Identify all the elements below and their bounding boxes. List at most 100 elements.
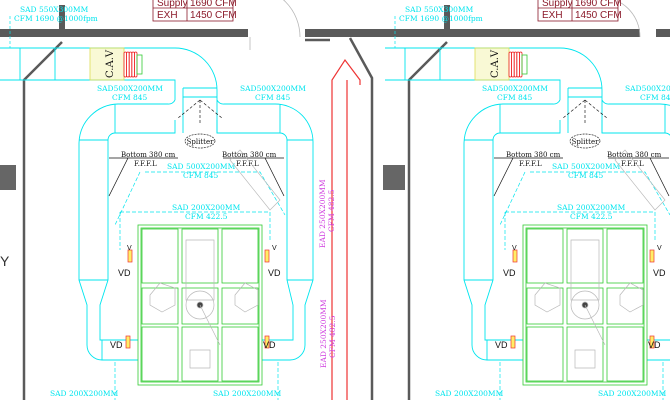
column-block <box>0 165 16 190</box>
cav-label: C.A.V <box>105 49 116 78</box>
bottom-note-leader <box>108 157 285 197</box>
volume-damper-label: VD <box>495 340 508 350</box>
volume-damper-label: VD <box>118 268 131 278</box>
supply-ductwork <box>385 47 670 361</box>
furniture-outline <box>534 149 666 369</box>
main-supply-duct <box>385 47 603 100</box>
door-swing <box>249 0 301 50</box>
chair-outline <box>570 290 600 320</box>
equipment-cell <box>181 326 219 382</box>
equipment-cell <box>181 287 219 325</box>
wall-top-right <box>656 29 670 37</box>
splitter-tag <box>184 133 216 149</box>
equipment-cell <box>526 326 564 382</box>
equipment-cell <box>606 287 644 325</box>
ffl-label: F.F.F.L <box>236 160 259 168</box>
equipment-grid <box>522 224 648 386</box>
bottom-duct-size-label: SAD 200X200MM <box>435 389 504 398</box>
left-branch-duct <box>463 99 561 361</box>
volume-damper-icon <box>649 249 655 263</box>
main-duct-size-label: SAD 550X300MM <box>20 5 89 14</box>
table-row-value: 1450 CFM <box>190 10 237 21</box>
equipment-cell <box>566 287 604 325</box>
equipment-grid <box>137 224 263 386</box>
equipment-cell <box>221 326 259 382</box>
wall-top-middle <box>305 29 640 37</box>
equipment-cell <box>141 326 179 382</box>
equipment-cell <box>141 228 179 284</box>
damper-mark: V <box>657 245 662 252</box>
table-outline <box>185 149 281 369</box>
equipment-outline <box>522 224 648 386</box>
table-border <box>537 0 619 22</box>
main-duct-size-label: SAD 550X300MM <box>405 5 474 14</box>
coil-flange <box>136 54 143 75</box>
table-row-label: EXH <box>157 10 178 21</box>
table-row-label: EXH <box>542 10 563 21</box>
small-duct-size-label: SAD 200X200MM <box>172 203 241 212</box>
equipment-cell <box>526 287 564 325</box>
table-row-value: 1450 CFM <box>575 10 622 21</box>
splitter-vanes <box>562 99 608 125</box>
cav-label: C.A.V <box>490 49 501 78</box>
volume-damper-icon <box>649 335 655 349</box>
branch-right-flow-label: CFM 845 <box>640 93 670 102</box>
chair-outline <box>185 290 215 320</box>
coil-flange <box>521 54 528 75</box>
equipment-outline <box>137 224 263 386</box>
volume-damper-label: VD <box>263 340 276 350</box>
branch-left-flow-label: CFM 845 <box>112 93 148 102</box>
damper-mark: V <box>127 245 132 252</box>
equipment-cell <box>221 287 259 325</box>
equipment-cell <box>221 228 259 284</box>
volume-damper-icon <box>125 335 131 349</box>
cav-box <box>474 47 510 81</box>
wall-diagonal-middle <box>305 37 374 400</box>
door-swing <box>613 0 641 38</box>
table-row-value: 1690 CFM <box>190 0 237 9</box>
wall-top-left <box>0 29 248 37</box>
exhaust-duct-size-label: EAD 250X200MM <box>319 299 328 368</box>
branch-left-size-label: SAD500X200MM <box>482 84 548 93</box>
branch-right-size-label: SAD500X200MM <box>240 84 306 93</box>
center-duct-size-label: SAD 500X200MM <box>552 162 621 171</box>
furniture-outline <box>149 149 281 369</box>
splitter-label: Splitter <box>187 138 215 146</box>
wall-diagonal <box>22 41 63 400</box>
splitter-vanes <box>177 99 223 125</box>
equipment-cell <box>606 326 644 382</box>
splitter-tag <box>569 133 601 149</box>
bottom-note-label: Bottom 380 cm <box>222 151 277 159</box>
damper-mark: V <box>512 245 517 252</box>
splitter-section <box>182 88 218 133</box>
table-outline <box>570 149 666 369</box>
exhaust-duct-flow-label: CFM 482.5 <box>327 189 336 232</box>
small-duct-flow-label: CFM 422.5 <box>570 212 613 221</box>
center-duct-size-label: SAD 500X200MM <box>167 162 236 171</box>
chair-outline <box>149 282 176 313</box>
table-row-label: Supply <box>157 0 188 9</box>
volume-damper-icon <box>510 335 516 349</box>
ffl-label: F.F.F.L <box>134 160 157 168</box>
left-branch-duct <box>78 99 176 361</box>
volume-damper-icon <box>127 249 133 263</box>
equipment-cell <box>181 228 219 284</box>
edge-letter: Y <box>0 253 10 269</box>
center-duct-flow-label: CFM 845 <box>183 171 219 180</box>
volume-damper-label: VD <box>503 268 516 278</box>
volume-damper-icon <box>512 249 518 263</box>
equipment-cell <box>526 228 564 284</box>
bottom-duct-size-label: SAD 200X200MM <box>213 389 282 398</box>
center-duct-flow-label: CFM 845 <box>568 171 604 180</box>
exhaust-duct-flow-label: CFM 482.5 <box>328 315 337 358</box>
volume-damper-icon <box>264 335 270 349</box>
column-block <box>383 165 405 190</box>
bottom-note-label: Bottom 380 cm <box>506 151 561 159</box>
right-branch-duct <box>601 99 670 361</box>
volume-damper-icon <box>264 249 270 263</box>
branch-right-flow-label: CFM 845 <box>255 93 291 102</box>
